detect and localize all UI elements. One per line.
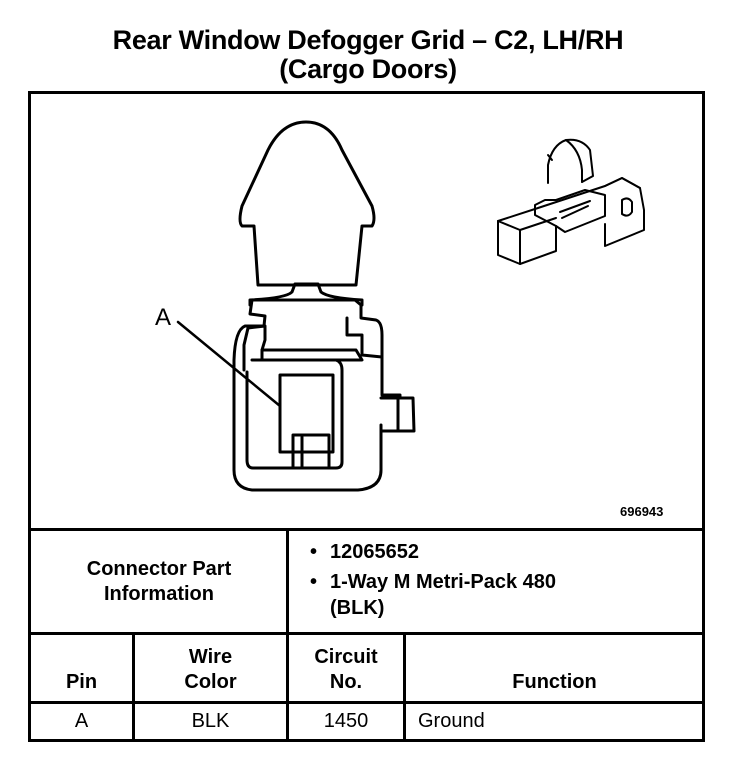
divider — [286, 528, 289, 742]
divider — [28, 632, 705, 635]
part-number: 12065652 — [330, 541, 419, 563]
header-pin-text: Pin — [65, 671, 98, 693]
table-row-function: Ground — [406, 704, 703, 739]
connector-part-info-text: Connector Part Information — [86, 557, 232, 605]
diagram-frame — [28, 91, 705, 742]
header-circuit-no: Circuit No. — [289, 635, 403, 701]
divider — [132, 632, 135, 742]
pin-a-leader-line — [176, 320, 282, 408]
cell-function: Ground — [418, 710, 485, 732]
body-ledge — [260, 348, 364, 362]
connector-body-outline — [232, 298, 402, 492]
header-function-text: Function — [512, 671, 597, 693]
side-tab — [379, 396, 416, 433]
page-subtitle: (Cargo Doors) — [279, 54, 457, 84]
figure-number: 696943 — [620, 504, 664, 519]
cell-wire-color: BLK — [191, 710, 230, 732]
connector-cavity — [245, 358, 344, 470]
table-row-circuit: 1450 — [289, 704, 403, 739]
pin-a-label: A — [155, 304, 171, 331]
connector-part-info-list: • 12065652 • 1-Way M Metri-Pack 480 (BLK… — [290, 531, 702, 632]
connector-neck — [248, 282, 364, 307]
table-row-wire-color: BLK — [135, 704, 286, 739]
divider — [28, 528, 705, 531]
cell-circuit-no: 1450 — [323, 710, 369, 732]
page-title: Rear Window Defogger Grid – C2, LH/RH — [112, 25, 624, 55]
header-circuit-no-text: Circuit No. — [314, 646, 378, 693]
connector-part-info-label: Connector Part Information — [31, 531, 287, 632]
cell-pin: A — [74, 710, 89, 732]
header-wire-color: Wire Color — [135, 635, 286, 701]
connector-type: 1-Way M Metri-Pack 480 (BLK) — [330, 571, 557, 619]
latch-left — [242, 324, 267, 372]
connector-iso-view — [497, 138, 645, 265]
bullet-icon: • — [310, 541, 318, 563]
part-number-item: • 12065652 — [310, 539, 702, 565]
connector-type-item: • 1-Way M Metri-Pack 480 (BLK) — [310, 569, 600, 621]
divider — [28, 701, 705, 704]
terminal-a — [278, 373, 335, 454]
bullet-icon: • — [310, 571, 318, 593]
divider — [403, 632, 406, 742]
header-function: Function — [406, 635, 703, 701]
header-pin: Pin — [31, 635, 132, 701]
table-row-pin: A — [31, 704, 132, 739]
header-wire-color-text: Wire Color — [184, 646, 237, 693]
latch-right — [345, 316, 384, 359]
connector-cap-outline — [238, 120, 376, 287]
